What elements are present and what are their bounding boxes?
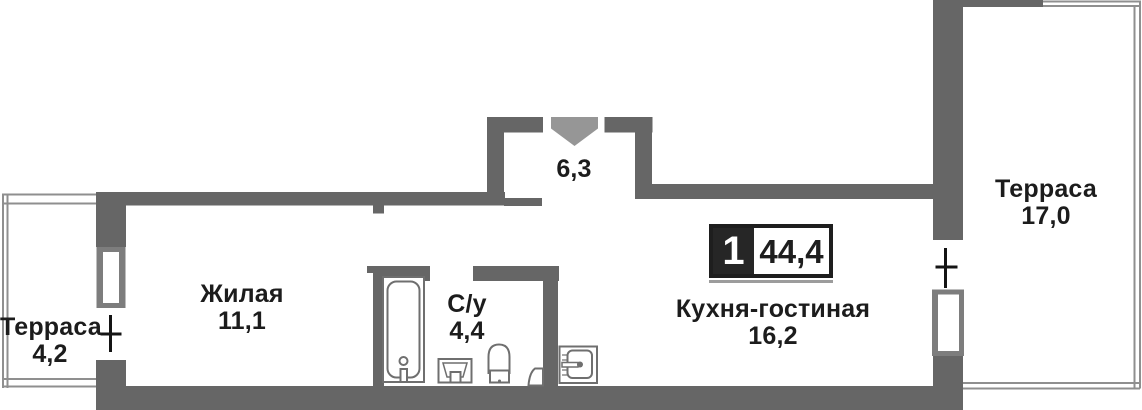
wall-bathroom-top-b xyxy=(473,266,559,281)
room-label-terrace-left: Терраса 4,2 xyxy=(0,313,102,368)
window-right-glass xyxy=(938,294,959,351)
entrance-arrow-icon xyxy=(551,117,598,146)
room-name: Терраса xyxy=(995,175,1097,203)
wall-living-door-stub xyxy=(373,205,384,214)
bathtub-icon xyxy=(382,276,425,383)
room-label-bathroom: С/у 4,4 xyxy=(427,291,507,345)
window-opening-cross-left-icon xyxy=(100,315,122,352)
room-area: 16,2 xyxy=(748,322,798,350)
window-opening-cross-right-icon xyxy=(935,248,958,288)
wall-bathroom-right xyxy=(543,266,558,390)
room-name: Терраса xyxy=(0,313,102,341)
apartment-summary-badge: 1 44,4 xyxy=(709,224,833,278)
room-count-badge: 1 xyxy=(713,228,754,274)
windows xyxy=(96,247,964,356)
terrace-left-railing xyxy=(2,193,96,388)
wall-kitchen-top xyxy=(635,184,933,199)
room-label-hallway: 6,3 xyxy=(534,156,614,183)
kitchen-sink-icon xyxy=(558,345,598,384)
wall-corridor-top-left xyxy=(487,117,543,133)
wall-bathroom-left xyxy=(373,266,384,390)
wall-top-living xyxy=(96,192,505,206)
total-area-value: 44,4 xyxy=(754,228,829,274)
terrace-right-railing xyxy=(963,0,1141,390)
room-area: 4,2 xyxy=(32,340,68,368)
wall-terrace-right-top xyxy=(933,0,1043,7)
room-area: 11,1 xyxy=(217,307,267,335)
wall-corridor-left xyxy=(487,117,504,205)
wall-hall-step xyxy=(504,198,542,206)
room-name: Кухня-гостиная xyxy=(675,295,871,323)
walls xyxy=(96,0,1043,410)
wall-bottom xyxy=(96,386,963,410)
wall-left-upper xyxy=(96,192,126,247)
wall-terrace-right-lower xyxy=(933,355,963,410)
room-area: 17,0 xyxy=(1021,202,1071,230)
room-name: С/у xyxy=(447,290,487,318)
room-label-kitchen-living: Кухня-гостиная 16,2 xyxy=(653,296,893,350)
corner-shelf-icon xyxy=(527,367,544,387)
toilet-icon xyxy=(487,343,511,384)
washbasin-icon xyxy=(437,358,473,384)
badge-underline xyxy=(709,280,833,283)
room-label-living: Жилая 11,1 xyxy=(162,281,322,335)
window-left-glass xyxy=(103,252,119,303)
wall-terrace-right-upper xyxy=(933,0,963,240)
room-label-terrace-right: Терраса 17,0 xyxy=(966,176,1126,230)
room-area: 6,3 xyxy=(556,155,592,183)
room-name: Жилая xyxy=(200,280,284,308)
room-area: 4,4 xyxy=(449,317,485,345)
wall-corridor-right xyxy=(635,117,652,199)
